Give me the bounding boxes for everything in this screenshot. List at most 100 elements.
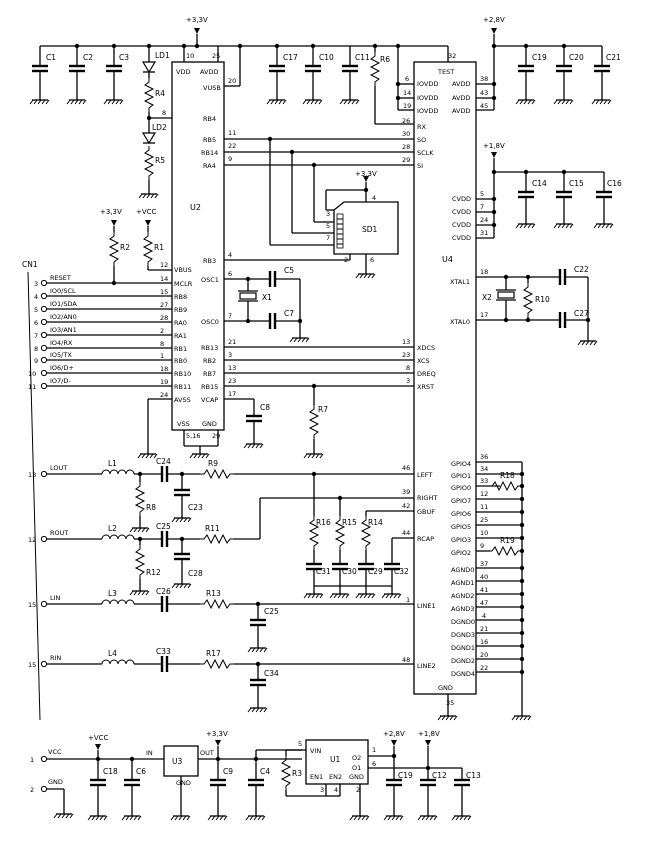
svg-text:1: 1	[406, 596, 410, 604]
svg-text:DGND0: DGND0	[451, 618, 475, 626]
svg-text:R13: R13	[206, 589, 221, 598]
svg-text:IO2/AN0: IO2/AN0	[50, 313, 77, 321]
svg-text:+1,8V: +1,8V	[483, 142, 505, 150]
svg-text:RB7: RB7	[203, 370, 216, 378]
svg-text:18: 18	[480, 268, 488, 276]
svg-text:IOVDD: IOVDD	[417, 94, 438, 102]
svg-text:C4: C4	[260, 767, 270, 776]
svg-text:R19: R19	[500, 536, 515, 545]
u4-test-label: TEST	[437, 68, 454, 76]
svg-text:C2: C2	[83, 53, 93, 62]
svg-text:20: 20	[228, 77, 236, 85]
svg-text:GPIO2: GPIO2	[451, 549, 471, 557]
svg-text:3: 3	[326, 210, 330, 218]
svg-text:O1: O1	[352, 764, 361, 772]
svg-text:8: 8	[160, 340, 164, 348]
svg-text:C21: C21	[606, 53, 621, 62]
svg-text:+3,3V: +3,3V	[100, 208, 122, 216]
svg-text:RCAP: RCAP	[417, 535, 434, 543]
svg-text:C10: C10	[319, 53, 334, 62]
svg-text:R3: R3	[292, 769, 302, 778]
svg-text:1: 1	[160, 352, 164, 360]
svg-text:8: 8	[34, 345, 38, 353]
svg-text:DREQ: DREQ	[417, 370, 436, 378]
svg-text:C26: C26	[156, 587, 171, 596]
svg-text:19: 19	[160, 378, 168, 386]
svg-text:AVDD: AVDD	[452, 80, 471, 88]
svg-text:+VCC: +VCC	[88, 734, 109, 742]
svg-text:38: 38	[480, 75, 488, 83]
u4-gpio-pins: GPIO4 GPIO1 GPIO0 GPIO7 GPIO6 GPIO5 GPIO…	[451, 453, 488, 557]
svg-text:3: 3	[320, 786, 324, 794]
svg-text:47: 47	[480, 599, 488, 607]
svg-text:C14: C14	[532, 179, 547, 188]
svg-text:GND: GND	[176, 779, 191, 787]
svg-text:RB3: RB3	[203, 257, 216, 265]
svg-text:X1: X1	[262, 293, 272, 302]
u2-pin516: 5,16	[186, 432, 200, 440]
svg-text:15: 15	[28, 661, 36, 669]
svg-text:SCLK: SCLK	[417, 149, 434, 157]
svg-text:OSC0: OSC0	[201, 318, 219, 326]
svg-text:GPIO5: GPIO5	[451, 523, 471, 531]
rin-path: 15 RIN L4 C33 R17 C34	[28, 647, 414, 713]
svg-text:5: 5	[298, 740, 302, 748]
regulator-u1: U1 VIN O2 O1 EN1 EN2 GND 5 1 6 3 4 2 R3	[281, 739, 428, 821]
svg-text:2: 2	[344, 256, 348, 264]
svg-text:6: 6	[372, 760, 376, 768]
power-input: 1 VCC 2 GND +VCC C18 C6	[30, 734, 164, 821]
svg-text:DGND2: DGND2	[451, 657, 475, 665]
svg-text:C13: C13	[466, 771, 481, 780]
svg-text:IO1/SDA: IO1/SDA	[50, 300, 77, 308]
svg-text:R4: R4	[155, 89, 165, 98]
svg-text:IO7/D-: IO7/D-	[50, 377, 71, 385]
svg-text:R10: R10	[535, 295, 550, 304]
u4-body	[413, 61, 477, 695]
svg-text:C34: C34	[264, 669, 279, 678]
svg-text:C19: C19	[532, 53, 547, 62]
svg-text:17: 17	[228, 390, 236, 398]
control-lines: C8 R7	[224, 346, 414, 459]
sd-card: SD1 3 4 5 7 2 6 +3,3V	[325, 170, 399, 279]
svg-text:C6: C6	[136, 767, 146, 776]
svg-text:23: 23	[402, 351, 410, 359]
svg-text:5: 5	[326, 222, 330, 230]
svg-text:C20: C20	[569, 53, 584, 62]
svg-text:+3,3V: +3,3V	[206, 730, 228, 738]
svg-text:7: 7	[34, 332, 38, 340]
svg-text:C32: C32	[394, 567, 409, 576]
svg-text:6: 6	[228, 270, 232, 278]
outputs-28-18: +2,8V C19 +1,8V C12 C13	[383, 730, 481, 821]
svg-text:L3: L3	[108, 589, 117, 598]
svg-text:45: 45	[480, 102, 488, 110]
svg-text:X2: X2	[482, 293, 492, 302]
svg-text:DGND1: DGND1	[451, 644, 475, 652]
svg-text:14: 14	[160, 275, 168, 283]
u2-body	[171, 61, 225, 431]
svg-text:R8: R8	[146, 503, 156, 512]
svg-text:IO0/SCL: IO0/SCL	[50, 287, 76, 295]
rout-path: 12 ROUT L2 C25 R11 R12 C28	[28, 495, 414, 596]
svg-text:4: 4	[34, 293, 38, 301]
gpio-gnd-bus: R18 R19	[437, 461, 532, 721]
svg-text:23: 23	[228, 377, 236, 385]
svg-text:+3,3V: +3,3V	[355, 170, 377, 178]
u4-avdd-pins: AVDD AVDD AVDD 38 43 45	[452, 75, 488, 115]
svg-text:C29: C29	[368, 567, 383, 576]
svg-text:R15: R15	[342, 518, 357, 527]
svg-text:CVDD: CVDD	[452, 221, 471, 229]
svg-text:13: 13	[228, 364, 236, 372]
svg-text:42: 42	[402, 502, 410, 510]
svg-text:7: 7	[228, 312, 232, 320]
svg-text:AVSS: AVSS	[174, 396, 191, 404]
svg-text:19: 19	[403, 102, 411, 110]
decoupling-caps-u2: C1 C2 C3	[29, 43, 152, 105]
svg-text:13: 13	[402, 338, 410, 346]
svg-text:29: 29	[402, 156, 410, 164]
svg-text:33: 33	[480, 477, 488, 485]
output-filter-rc: R16 C31 R15 C30 R14 C29 C32	[303, 474, 414, 599]
svg-text:14: 14	[403, 89, 411, 97]
u2-vdd-label: VDD	[176, 68, 190, 76]
cn1-io-pins: 3 4 5 6 7 8 9 10 11 RESET IO0/SCL IO1/SD…	[28, 274, 172, 391]
svg-text:IOVDD: IOVDD	[417, 80, 438, 88]
